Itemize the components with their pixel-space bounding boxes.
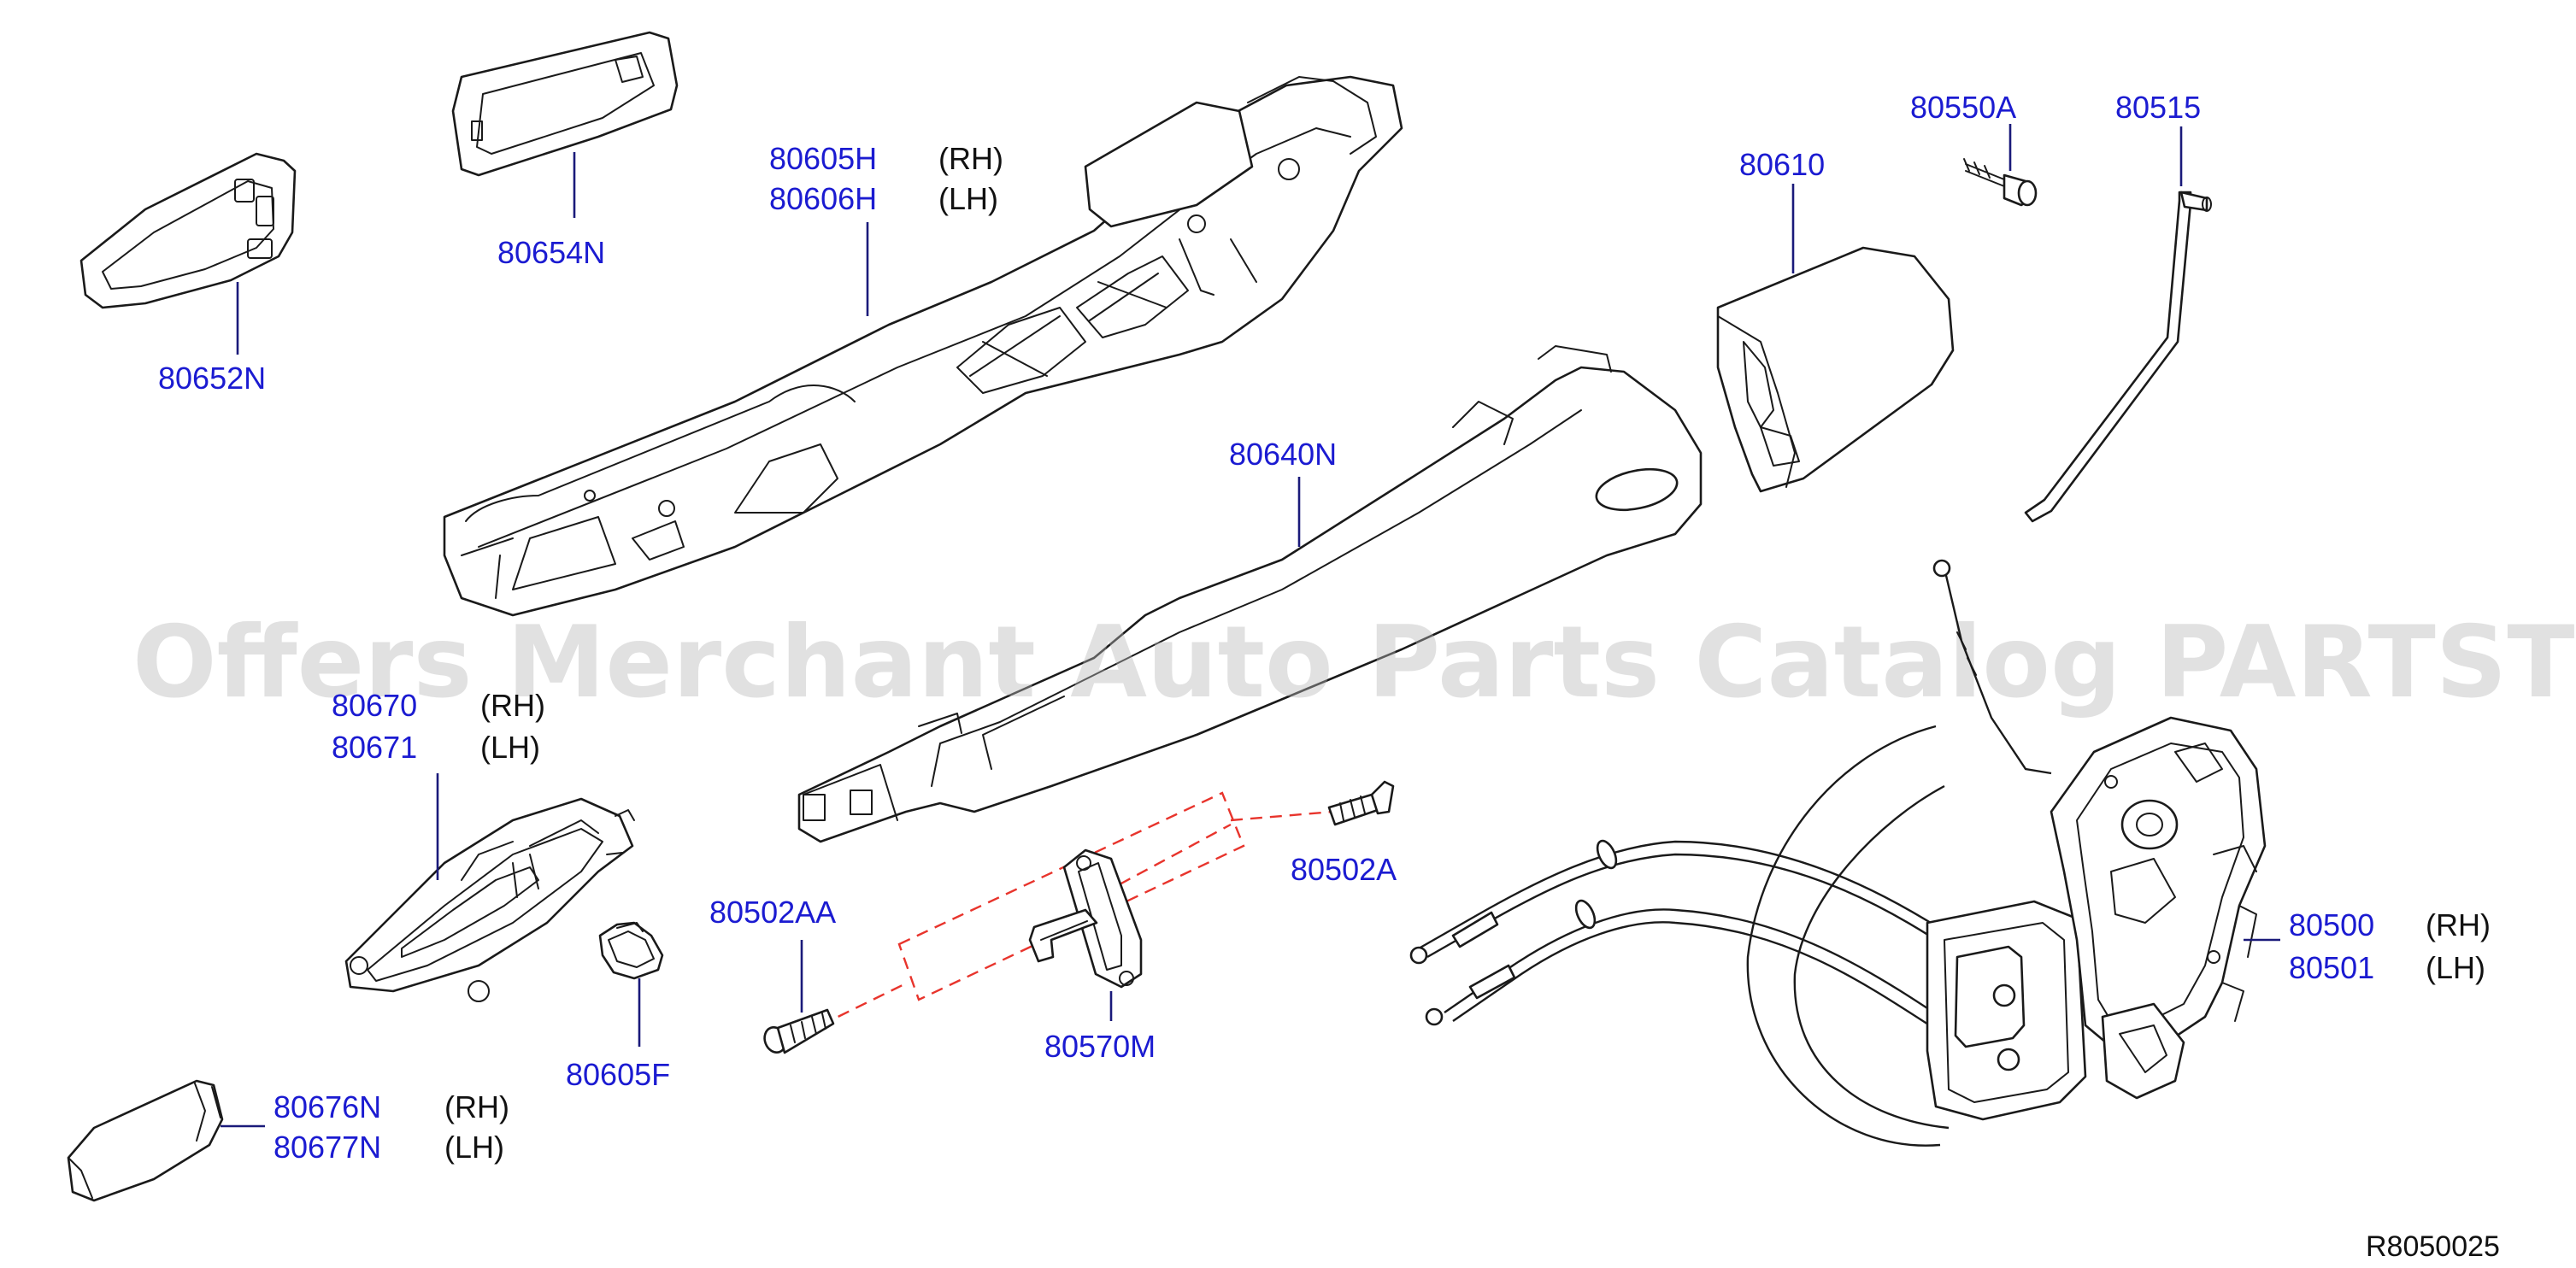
watermark: Offers Merchant Auto Parts Catalog PARTS… bbox=[132, 605, 2576, 720]
part-number-80570M[interactable]: 80570M bbox=[1044, 1029, 1156, 1064]
part-80570M-striker-drawing[interactable] bbox=[1028, 848, 1143, 989]
part-number-80550A[interactable]: 80550A bbox=[1910, 90, 2016, 125]
part-80654N-gasket-drawing[interactable] bbox=[451, 31, 679, 177]
part-number-80610[interactable]: 80610 bbox=[1739, 147, 1825, 182]
part-number-80501[interactable]: 80501 bbox=[2289, 950, 2374, 985]
part-number-80606H[interactable]: 80606H bbox=[769, 181, 877, 216]
part-number-80640N[interactable]: 80640N bbox=[1229, 437, 1337, 472]
part-number-80605H[interactable]: 80605H bbox=[769, 141, 877, 176]
part-80502AA-screw-drawing[interactable] bbox=[762, 1008, 835, 1055]
part-number-80652N[interactable]: 80652N bbox=[158, 361, 266, 396]
part-80652N-gasket-drawing[interactable] bbox=[79, 152, 297, 309]
part-80605H-handle-bracket-drawing[interactable] bbox=[443, 75, 1403, 617]
side-80501: (LH) bbox=[2426, 950, 2485, 985]
dashed-line-left bbox=[820, 981, 909, 1027]
part-number-80515[interactable]: 80515 bbox=[2115, 90, 2201, 125]
part-80500-door-lock-drawing[interactable] bbox=[1409, 559, 2267, 1147]
side-80677N: (LH) bbox=[444, 1130, 504, 1165]
side-80671: (LH) bbox=[480, 730, 540, 765]
dashed-line-right bbox=[1230, 810, 1334, 822]
side-80676N: (RH) bbox=[444, 1089, 509, 1124]
part-number-80605F[interactable]: 80605F bbox=[566, 1057, 670, 1092]
part-80610-cap-drawing[interactable] bbox=[1716, 246, 1955, 493]
part-number-80502AA[interactable]: 80502AA bbox=[709, 895, 836, 930]
side-80670: (RH) bbox=[480, 688, 545, 723]
part-80605F-clip-drawing[interactable] bbox=[598, 921, 664, 980]
side-80605H: (RH) bbox=[938, 141, 1003, 176]
side-80500: (RH) bbox=[2426, 907, 2491, 942]
part-number-80671[interactable]: 80671 bbox=[332, 730, 417, 765]
part-number-80676N[interactable]: 80676N bbox=[273, 1089, 381, 1124]
part-number-80502A[interactable]: 80502A bbox=[1291, 852, 1397, 887]
diagram-reference-number: R8050025 bbox=[2366, 1230, 2500, 1263]
part-80515-rod-drawing[interactable] bbox=[2024, 191, 2212, 523]
dashed-line-axis bbox=[1119, 823, 1232, 886]
part-number-80500[interactable]: 80500 bbox=[2289, 907, 2374, 942]
part-80550A-screw-drawing[interactable] bbox=[1963, 158, 2038, 207]
part-80502A-screw-drawing[interactable] bbox=[1327, 780, 1395, 826]
part-80676N-cap-drawing[interactable] bbox=[67, 1079, 224, 1202]
part-number-80670[interactable]: 80670 bbox=[332, 688, 417, 723]
part-number-80677N[interactable]: 80677N bbox=[273, 1130, 381, 1165]
part-number-80654N[interactable]: 80654N bbox=[497, 235, 605, 270]
part-80640N-outside-handle-drawing[interactable] bbox=[797, 345, 1703, 843]
dashed-assembly-outline bbox=[897, 791, 1245, 1001]
part-80670-inside-handle-drawing[interactable] bbox=[344, 797, 635, 1002]
side-80606H: (LH) bbox=[938, 181, 998, 216]
